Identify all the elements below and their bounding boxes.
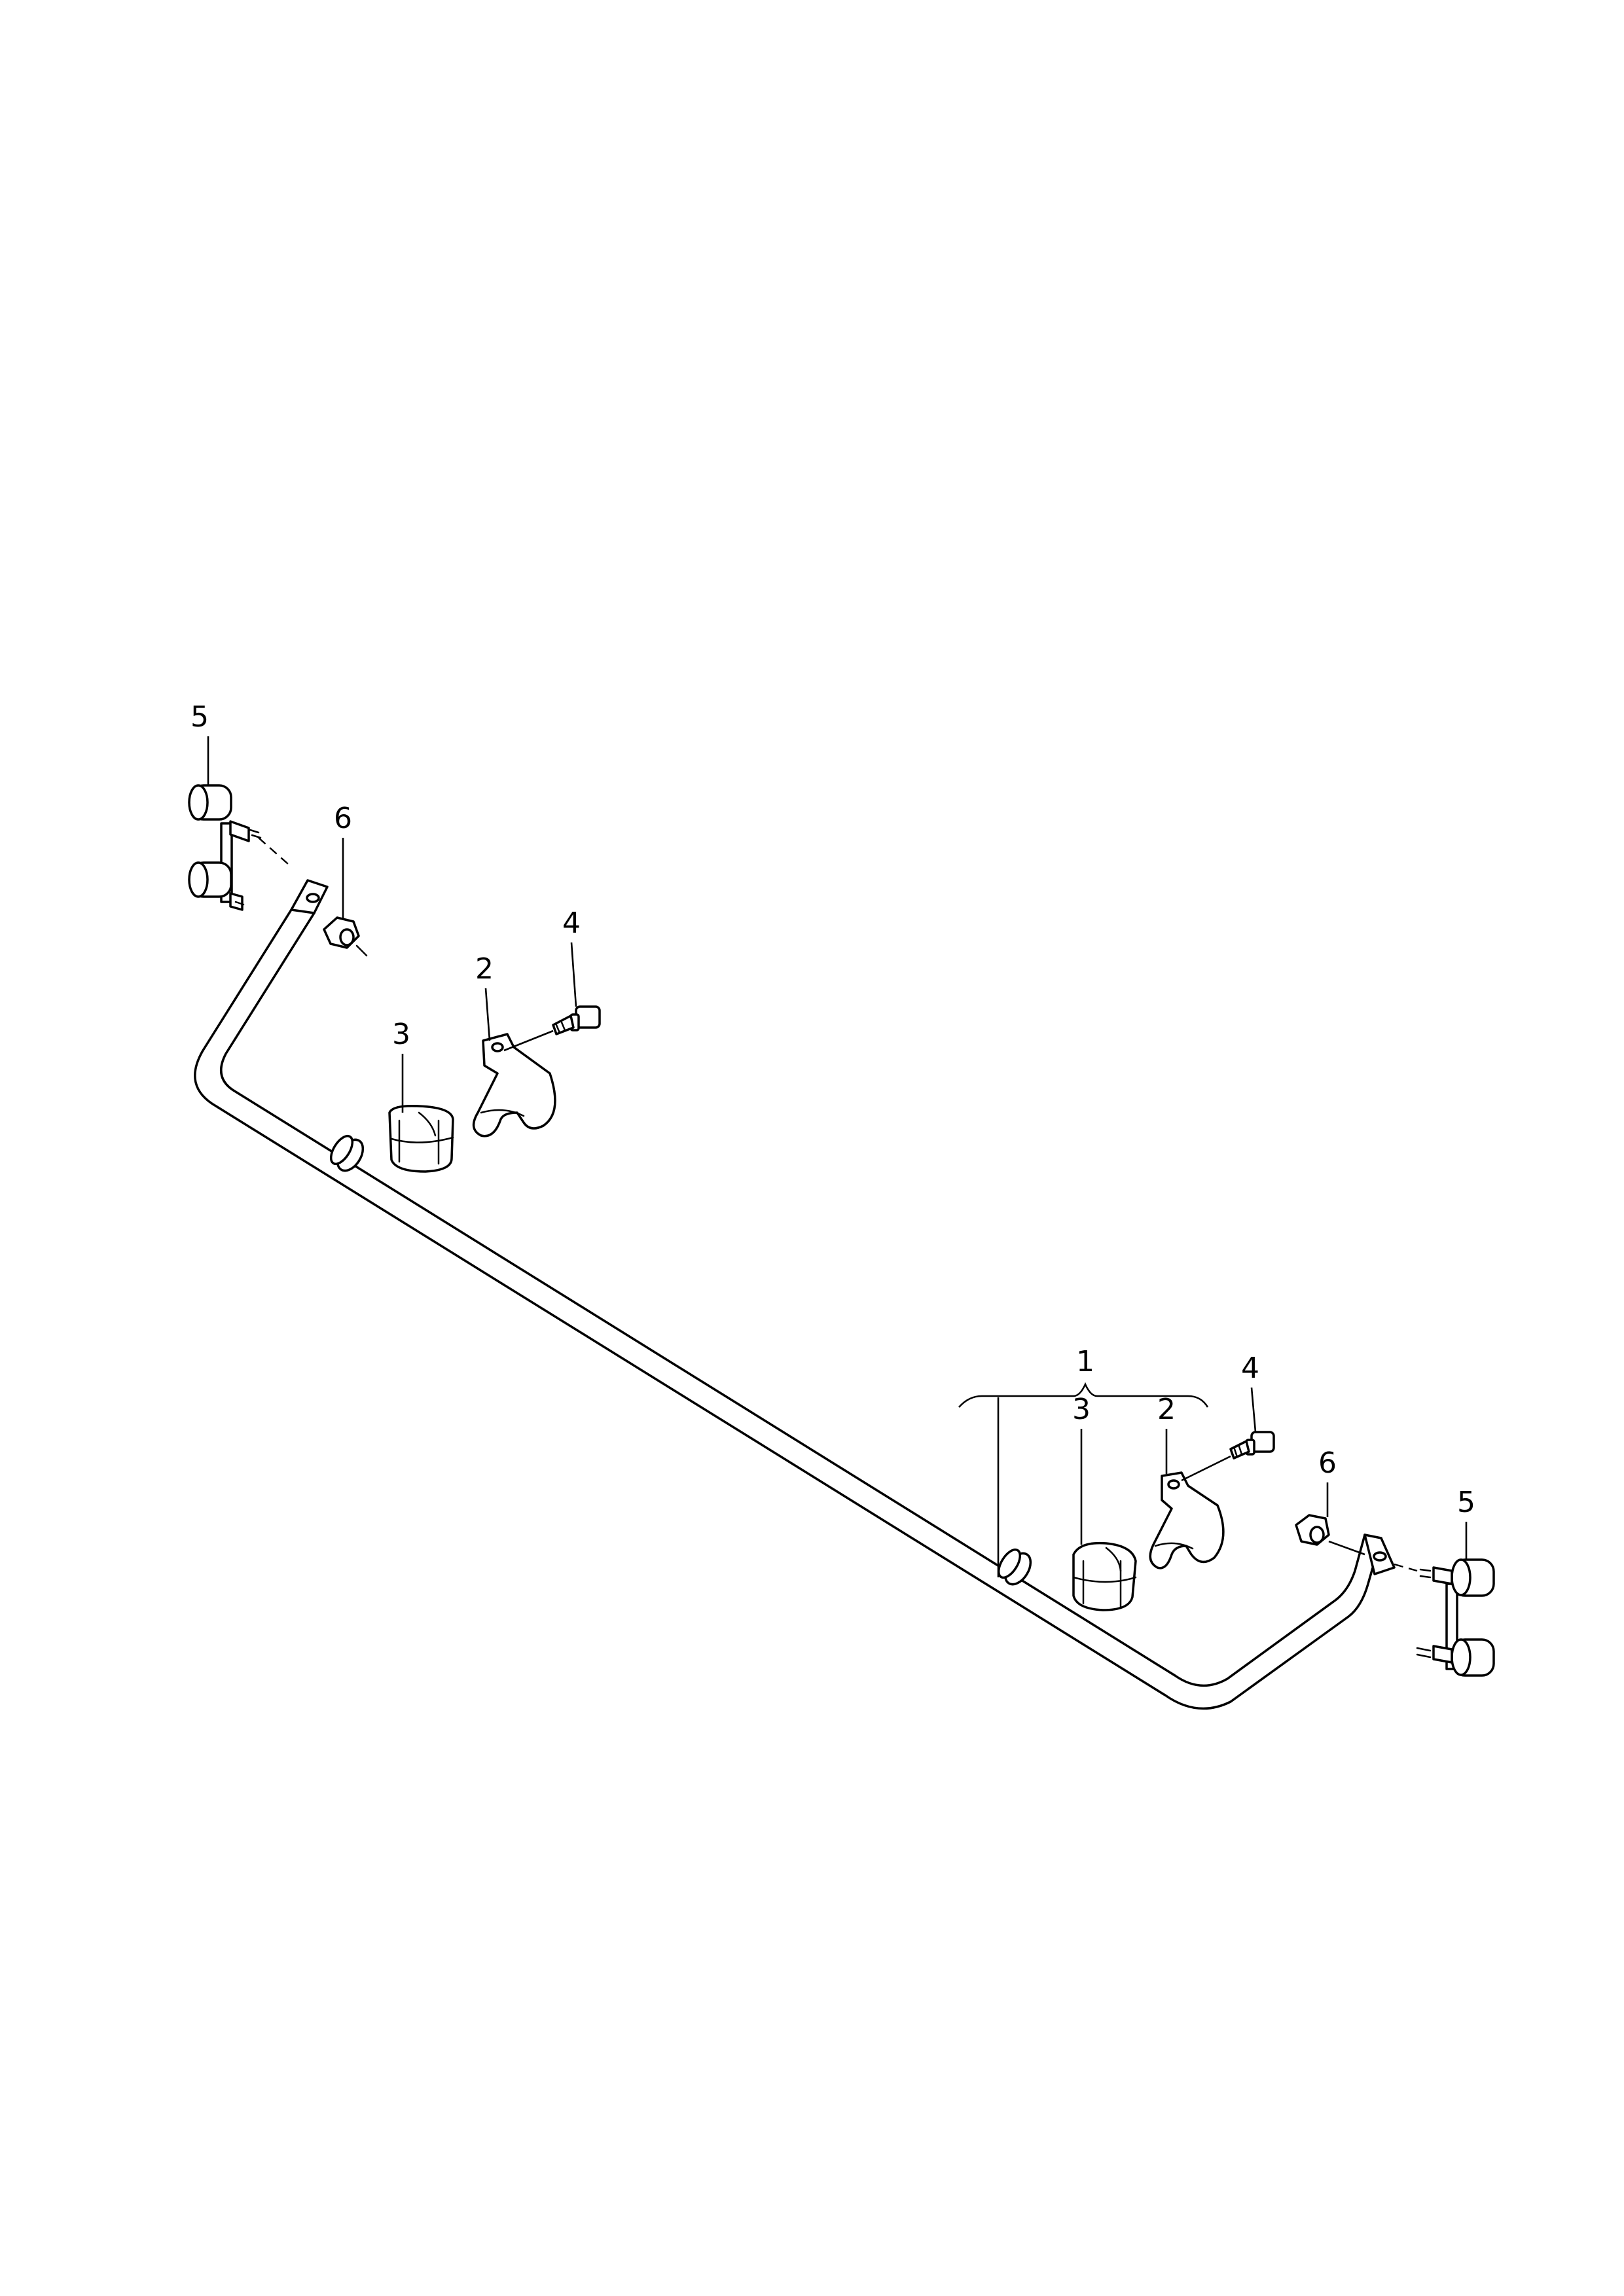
callout-bolt-right: 4 [1241,1352,1259,1385]
callout-clamp-right: 2 [1157,1393,1176,1426]
bar-collar-left [329,1134,365,1172]
callout-bolt-left: 4 [562,906,581,940]
bolt-right [1229,1431,1275,1460]
callout-clamp-left: 2 [475,952,494,986]
nut-left [323,916,368,957]
coupling-rod-left [188,784,262,911]
callout-link-right: 5 [1457,1486,1475,1519]
stabilizer-bar [194,879,1396,1710]
bushing-left [388,1104,454,1173]
callout-link-left: 5 [190,700,209,734]
callout-nut-left: 6 [334,802,352,835]
callout-nut-right: 6 [1318,1446,1337,1480]
coupling-rod-right [1416,1558,1495,1677]
callout-assembly: 1 [1076,1345,1094,1378]
clamp-left [472,1033,556,1138]
bar-collar-right [997,1548,1032,1586]
callout-bushing-left: 3 [392,1018,410,1051]
nut-right [1295,1514,1330,1546]
callout-bushing-right: 3 [1072,1393,1091,1426]
assembly-bracket [958,1382,1209,1408]
clamp-right [1149,1471,1225,1570]
bolt-left [552,1005,601,1035]
bushing-right [1072,1541,1137,1611]
